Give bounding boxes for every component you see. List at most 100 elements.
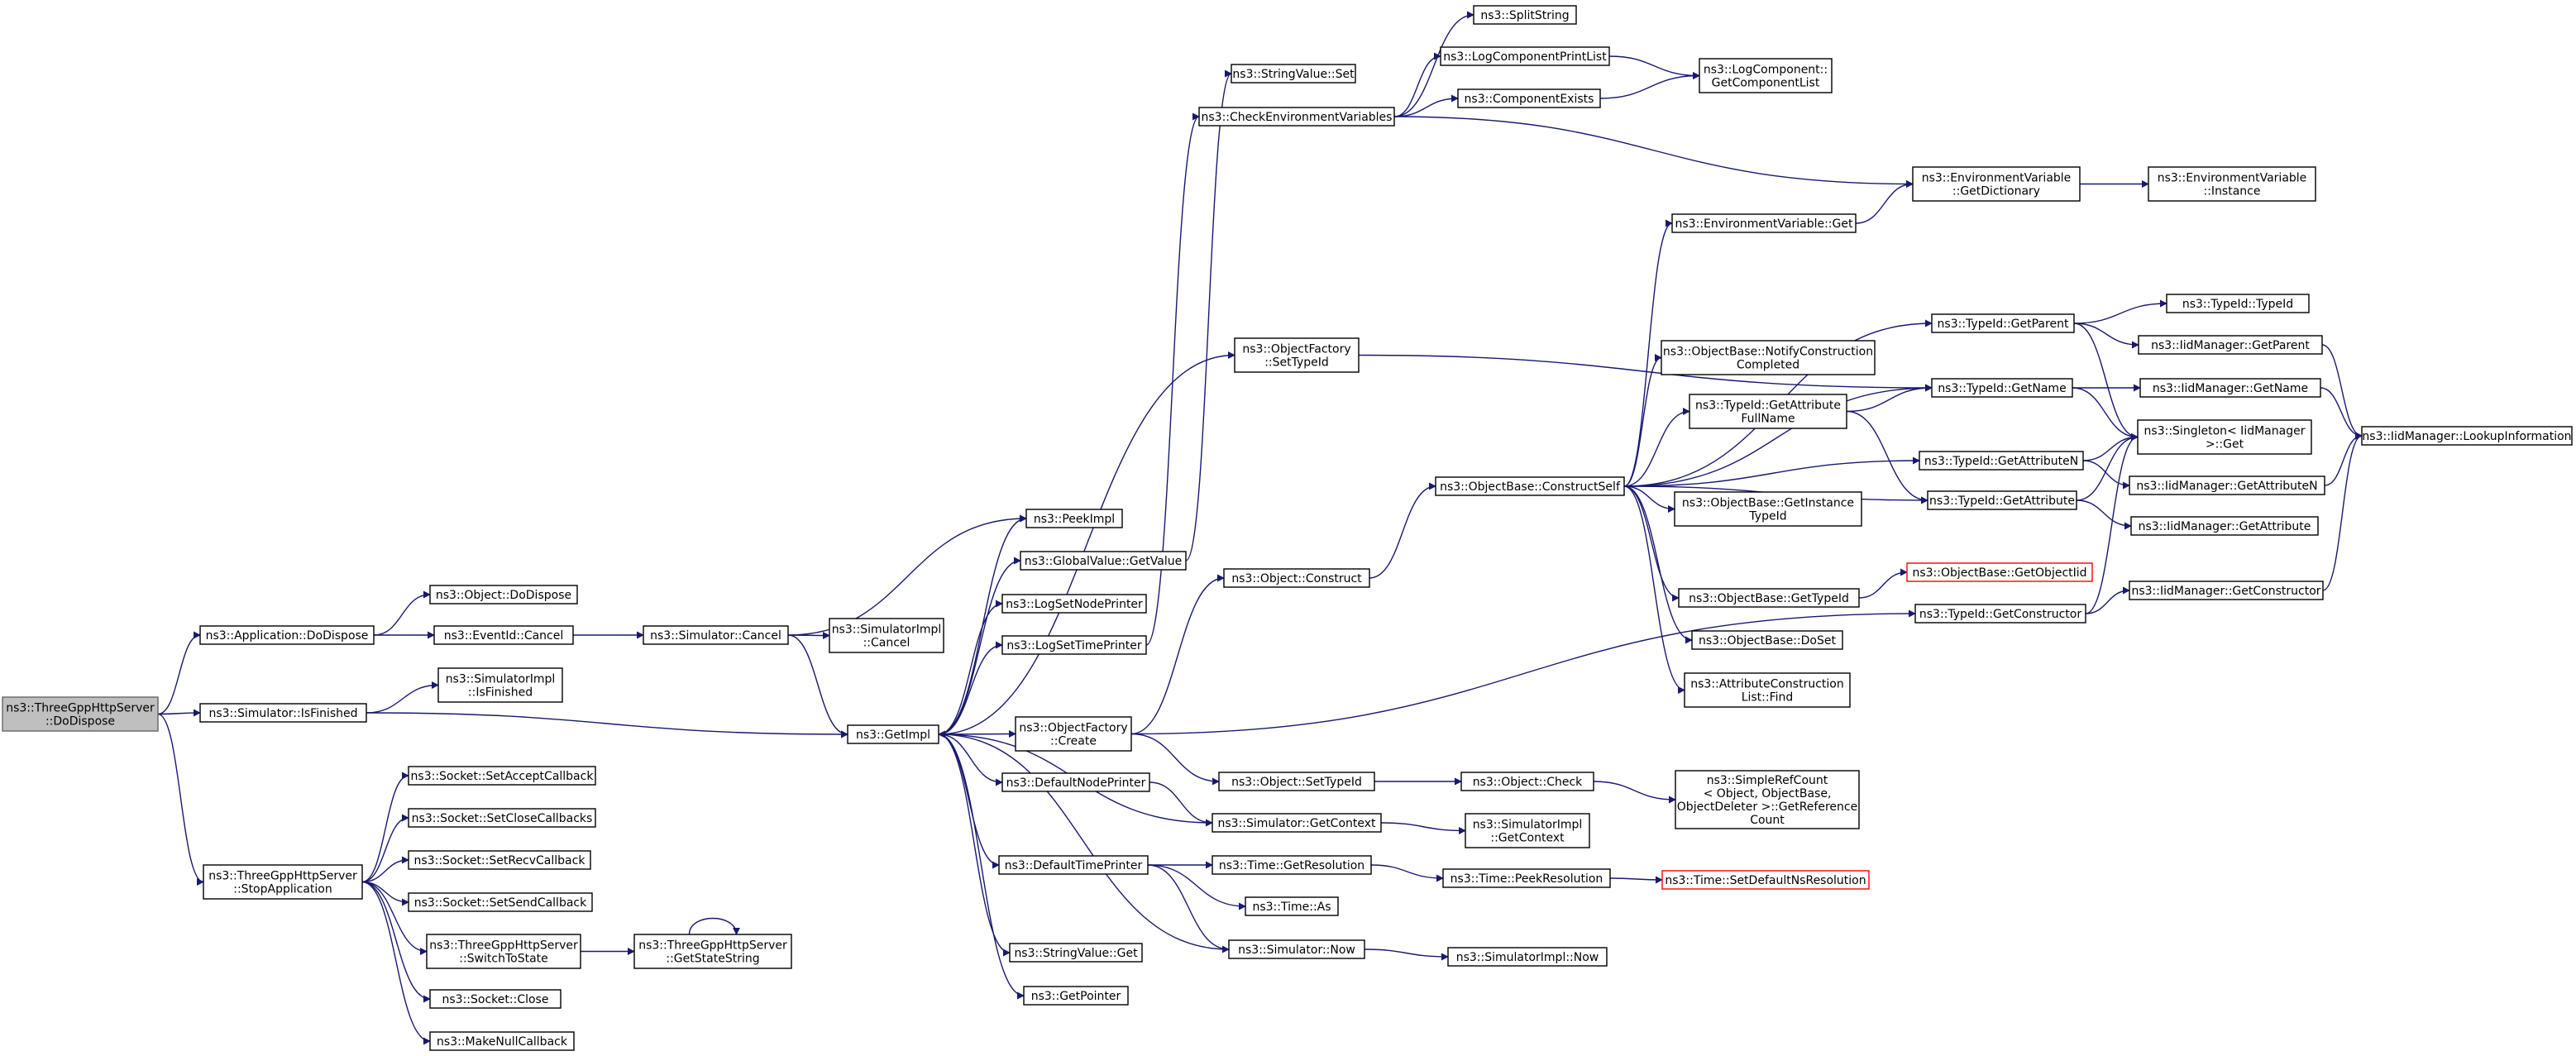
node-label: ns3::ThreeGppHttpServer xyxy=(638,939,787,953)
node-time-set-default[interactable]: ns3::Time::SetDefaultNsResolution xyxy=(1661,870,1870,890)
node-ob-get-object-iid[interactable]: ns3::ObjectBase::GetObjectIid xyxy=(1906,562,2093,582)
node-sv-get[interactable]: ns3::StringValue::Get xyxy=(1009,943,1143,963)
node-obj-do-dispose[interactable]: ns3::Object::DoDispose xyxy=(429,585,578,604)
node-time-get-res[interactable]: ns3::Time::GetResolution xyxy=(1212,855,1372,875)
node-ob-construct-self[interactable]: ns3::ObjectBase::ConstructSelf xyxy=(1435,476,1625,496)
node-iid-get-parent[interactable]: ns3::IidManager::GetParent xyxy=(2138,335,2323,355)
node-label: ns3::ObjectBase::GetObjectIid xyxy=(1912,566,2086,580)
node-label: ::DoDispose xyxy=(45,715,115,729)
node-tid-get-name[interactable]: ns3::TypeId::GetName xyxy=(1931,378,2073,398)
edge-ob-get-type-id-to-ob-get-object-iid xyxy=(1858,568,1908,599)
node-simple-ref-count[interactable]: ns3::SimpleRefCount< Object, ObjectBase,… xyxy=(1675,770,1860,829)
node-label: ns3::Application::DoDispose xyxy=(206,629,369,643)
node-socket-close[interactable]: ns3::Socket::Close xyxy=(429,989,562,1009)
edge-tid-get-parent-to-iid-get-parent xyxy=(2073,323,2139,349)
node-env-get-dict[interactable]: ns3::EnvironmentVariable::GetDictionary xyxy=(1912,166,2081,202)
node-event-cancel[interactable]: ns3::EventId::Cancel xyxy=(433,625,574,645)
node-label: ns3::ThreeGppHttpServer xyxy=(208,870,357,883)
node-label: ns3::TypeId::GetAttribute xyxy=(1695,399,1841,413)
node-of-create[interactable]: ns3::ObjectFactory::Create xyxy=(1015,716,1132,752)
node-label: TypeId xyxy=(1748,510,1786,523)
node-sv-set[interactable]: ns3::StringValue::Set xyxy=(1231,64,1356,84)
node-obj-check[interactable]: ns3::Object::Check xyxy=(1460,772,1594,791)
node-ob-notify[interactable]: ns3::ObjectBase::NotifyConstructionCompl… xyxy=(1661,340,1876,375)
node-sock-recv[interactable]: ns3::Socket::SetRecvCallback xyxy=(408,850,591,870)
node-stop-app[interactable]: ns3::ThreeGppHttpServer::StopApplication xyxy=(203,864,363,900)
node-sim-cancel[interactable]: ns3::Simulator::Cancel xyxy=(643,625,789,645)
node-make-null[interactable]: ns3::MakeNullCallback xyxy=(429,1031,575,1051)
node-sim-impl-is-finished[interactable]: ns3::SimulatorImpl::IsFinished xyxy=(437,667,563,703)
node-box xyxy=(429,989,562,1009)
node-sim-impl-cancel[interactable]: ns3::SimulatorImpl::Cancel xyxy=(829,618,944,653)
node-tid-get-constructor[interactable]: ns3::TypeId::GetConstructor xyxy=(1914,604,2086,624)
edge-ob-construct-self-to-attr-constr-find xyxy=(1623,485,1685,694)
node-split-string[interactable]: ns3::SplitString xyxy=(1473,5,1577,25)
node-label: ns3::IidManager::LookupInformation xyxy=(2362,430,2571,443)
edge-tid-get-parent-to-tid-type-id xyxy=(2073,299,2167,324)
edge-log-set-time-to-check-env xyxy=(1145,112,1200,646)
node-box xyxy=(1245,896,1339,916)
node-iid-get-name[interactable]: ns3::IidManager::GetName xyxy=(2139,378,2321,398)
node-label: ns3::SimulatorImpl::Now xyxy=(1456,951,1599,964)
node-sim-now[interactable]: ns3::Simulator::Now xyxy=(1228,939,1365,959)
node-box xyxy=(1435,476,1625,496)
node-of-set-type-id[interactable]: ns3::ObjectFactory::SetTypeId xyxy=(1234,337,1360,373)
node-sim-impl-get-context[interactable]: ns3::SimulatorImpl::GetContext xyxy=(1465,813,1590,848)
edge-iid-get-attr-n-to-iid-lookup xyxy=(2324,432,2363,486)
node-root[interactable]: ns3::ThreeGppHttpServer::DoDispose xyxy=(2,696,159,732)
node-label: ns3::SplitString xyxy=(1480,9,1569,22)
node-gv-get-value[interactable]: ns3::GlobalValue::GetValue xyxy=(1020,551,1187,571)
node-switch-state[interactable]: ns3::ThreeGppHttpServer::SwitchToState xyxy=(426,934,581,969)
node-sock-close[interactable]: ns3::Socket::SetCloseCallbacks xyxy=(408,808,596,828)
node-label: < Object, ObjectBase, xyxy=(1704,787,1832,800)
node-box xyxy=(1661,340,1876,375)
node-iid-lookup[interactable]: ns3::IidManager::LookupInformation xyxy=(2361,426,2573,446)
node-iid-get-constructor[interactable]: ns3::IidManager::GetConstructor xyxy=(2129,581,2324,600)
node-sim-impl-now[interactable]: ns3::SimulatorImpl::Now xyxy=(1447,947,1608,967)
node-comp-exists[interactable]: ns3::ComponentExists xyxy=(1457,88,1601,108)
node-tid-get-attr[interactable]: ns3::TypeId::GetAttribute xyxy=(1927,490,2077,510)
node-check-env[interactable]: ns3::CheckEnvironmentVariables xyxy=(1198,107,1395,127)
node-log-comp-print[interactable]: ns3::LogComponentPrintList xyxy=(1440,46,1610,66)
node-box xyxy=(2130,516,2319,536)
node-singleton-get[interactable]: ns3::Singleton< IidManager >::Get xyxy=(2137,419,2312,455)
edge-time-peek-res-to-time-set-default xyxy=(1609,876,1663,884)
node-app-do-dispose[interactable]: ns3::Application::DoDispose xyxy=(199,625,375,645)
node-def-time-printer[interactable]: ns3::DefaultTimePrinter xyxy=(998,855,1149,875)
node-iid-get-attr-n[interactable]: ns3::IidManager::GetAttributeN xyxy=(2129,475,2325,495)
node-ob-get-type-id[interactable]: ns3::ObjectBase::GetTypeId xyxy=(1678,588,1860,608)
node-label: ::GetContext xyxy=(1490,832,1565,845)
node-tid-get-parent[interactable]: ns3::TypeId::GetParent xyxy=(1931,313,2075,333)
node-label: ns3::Singleton< IidManager xyxy=(2144,425,2306,438)
node-sock-accept[interactable]: ns3::Socket::SetAcceptCallback xyxy=(408,766,596,786)
node-time-peek-res[interactable]: ns3::Time::PeekResolution xyxy=(1442,868,1611,888)
node-sock-send[interactable]: ns3::Socket::SetSendCallback xyxy=(408,892,593,912)
node-get-impl[interactable]: ns3::GetImpl xyxy=(847,724,939,744)
edge-of-set-type-id-to-tid-get-name xyxy=(1358,354,1933,392)
node-get-comp-list[interactable]: ns3::LogComponent::GetComponentList xyxy=(1699,58,1833,93)
node-get-pointer[interactable]: ns3::GetPointer xyxy=(1023,986,1129,1006)
node-log-set-time[interactable]: ns3::LogSetTimePrinter xyxy=(1001,635,1147,655)
edge-obj-construct-to-ob-construct-self xyxy=(1369,482,1436,579)
node-iid-get-attr[interactable]: ns3::IidManager::GetAttribute xyxy=(2130,516,2319,536)
node-time-as[interactable]: ns3::Time::As xyxy=(1245,896,1339,916)
node-sim-get-context[interactable]: ns3::Simulator::GetContext xyxy=(1212,813,1382,833)
node-box xyxy=(998,855,1149,875)
node-env-get[interactable]: ns3::EnvironmentVariable::Get xyxy=(1671,213,1857,233)
node-peek-impl[interactable]: ns3::PeekImpl xyxy=(1025,509,1123,528)
node-get-state-str[interactable]: ns3::ThreeGppHttpServer::GetStateString xyxy=(633,934,792,969)
edge-tid-get-parent-to-singleton-get xyxy=(2073,323,2139,441)
node-obj-set-type-id[interactable]: ns3::Object::SetTypeId xyxy=(1218,772,1375,791)
node-obj-construct[interactable]: ns3::Object::Construct xyxy=(1223,568,1370,588)
node-def-node-printer[interactable]: ns3::DefaultNodePrinter xyxy=(1001,772,1150,792)
node-env-instance[interactable]: ns3::EnvironmentVariable::Instance xyxy=(2148,166,2316,202)
node-label: ns3::TypeId::GetParent xyxy=(1938,318,2069,331)
node-ob-do-set[interactable]: ns3::ObjectBase::DoSet xyxy=(1691,630,1843,650)
node-sim-is-finished[interactable]: ns3::Simulator::IsFinished xyxy=(199,703,367,723)
node-tid-type-id[interactable]: ns3::TypeId::TypeId xyxy=(2166,294,2310,313)
node-tid-get-attr-n[interactable]: ns3::TypeId::GetAttributeN xyxy=(1919,451,2084,471)
node-log-set-node[interactable]: ns3::LogSetNodePrinter xyxy=(1001,594,1147,614)
